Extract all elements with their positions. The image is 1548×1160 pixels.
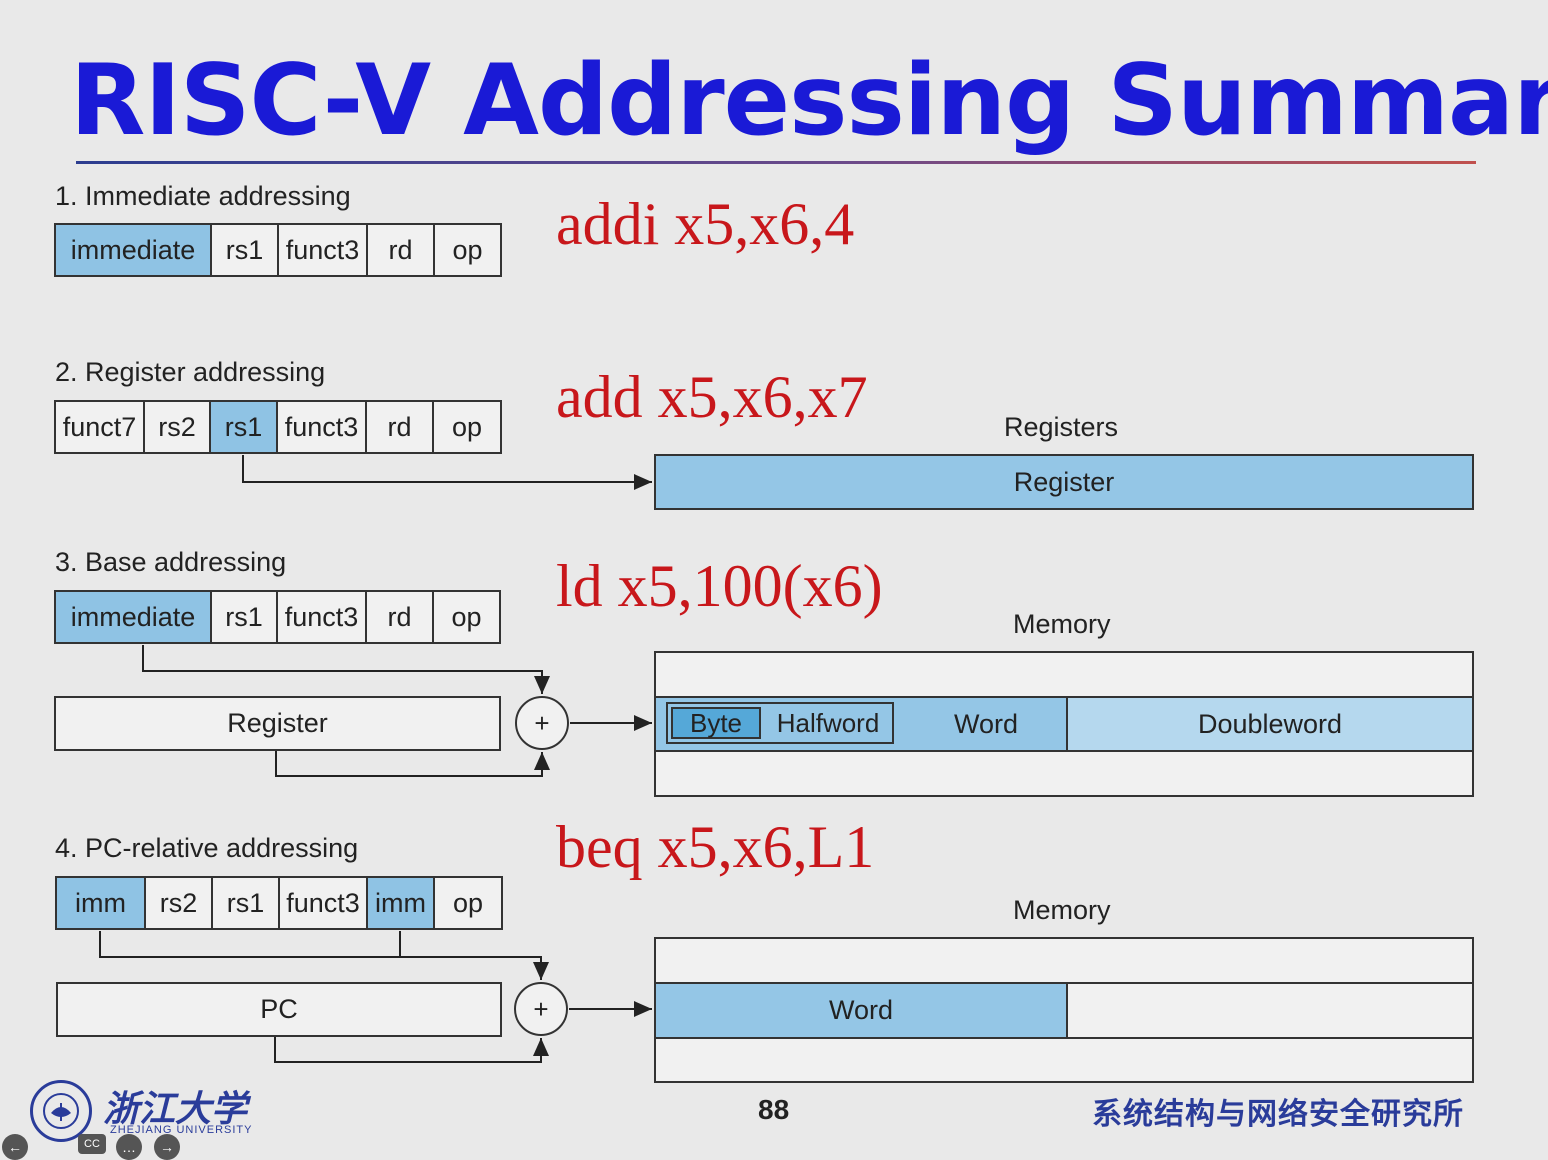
field-rs1: rs1 (212, 225, 279, 275)
lab-name: 系统结构与网络安全研究所 (1092, 1097, 1464, 1132)
page-title: RISC-V Addressing Summary (70, 44, 1548, 158)
field-funct3: funct3 (280, 878, 368, 928)
university-logo-text: 浙江大学 (103, 1088, 248, 1130)
wire-register-to-adder (275, 751, 550, 777)
base-register-box: Register (54, 696, 501, 751)
memory-word-cell: Byte Halfword Word (656, 698, 1066, 750)
university-logo-subtext: ZHEJIANG UNIVERSITY (110, 1124, 253, 1136)
section-2-instruction-format: funct7 rs2 rs1 funct3 rd op (54, 400, 502, 454)
field-immediate: immediate (56, 592, 212, 642)
adder-circle: + (515, 696, 569, 750)
field-op: op (451, 411, 483, 442)
word-cell: Word (656, 984, 1066, 1037)
university-seal-icon (30, 1080, 92, 1142)
field-op: op (451, 601, 482, 632)
field-immediate: immediate (56, 225, 212, 275)
section-2-label: 2. Register addressing (55, 357, 326, 387)
memory-block: Word (654, 937, 1474, 1083)
field-funct3: funct3 (279, 225, 368, 275)
empty-cell (1066, 984, 1472, 1037)
prev-icon[interactable]: ← (2, 1134, 28, 1160)
memory-caption: Memory (1013, 609, 1111, 639)
pc-register-box: PC (56, 982, 502, 1037)
section-4-label: 4. PC-relative addressing (55, 833, 359, 863)
halfword-box: Byte Halfword (666, 702, 894, 744)
field-rs2: rs2 (145, 402, 211, 452)
field-rd: rd (368, 225, 435, 275)
section-4-code: beq x5,x6,L1 (556, 814, 875, 880)
wire-pc-to-adder (274, 1037, 549, 1063)
field-rs1: rs1 (212, 592, 278, 642)
adder-circle: + (514, 982, 568, 1036)
field-rd: rd (367, 592, 434, 642)
field-funct3: funct3 (278, 402, 367, 452)
field-rs1: rs1 (211, 402, 278, 452)
field-rd: rd (367, 402, 434, 452)
registers-caption: Registers (1004, 412, 1119, 442)
memory-block: Byte Halfword Word Doubleword (654, 651, 1474, 797)
section-1-label: 1. Immediate addressing (55, 181, 351, 211)
memory-caption: Memory (1013, 895, 1111, 925)
section-3-label: 3. Base addressing (55, 547, 287, 577)
field-funct7: funct7 (56, 402, 145, 452)
field-rs2: rs2 (146, 878, 213, 928)
next-icon[interactable]: → (154, 1134, 180, 1160)
field-op: op (452, 887, 484, 918)
memory-row: Word (656, 982, 1472, 1039)
section-4-instruction-format: imm rs2 rs1 funct3 imm op (55, 876, 503, 930)
register-file-box: Register (654, 454, 1474, 510)
cc-icon[interactable]: CC (78, 1134, 106, 1154)
doubleword-cell: Doubleword (1066, 698, 1472, 750)
title-underline (76, 161, 1476, 164)
page-number: 88 (758, 1094, 790, 1125)
field-funct3: funct3 (278, 592, 367, 642)
section-3-instruction-format: immediate rs1 funct3 rd op (54, 590, 501, 644)
memory-row: Byte Halfword Word Doubleword (656, 696, 1472, 752)
byte-cell: Byte (671, 707, 761, 739)
word-label: Word (954, 708, 1019, 739)
section-3-code: ld x5,100(x6) (556, 553, 883, 619)
section-1-code: addi x5,x6,4 (556, 191, 855, 257)
wire-imm-to-adder (99, 931, 549, 980)
halfword-label: Halfword (776, 707, 880, 738)
section-1-instruction-format: immediate rs1 funct3 rd op (54, 223, 502, 277)
wire-rs1-to-register (242, 455, 652, 490)
field-op: op (452, 234, 483, 265)
wire-immediate-to-adder (142, 645, 550, 694)
section-2-code: add x5,x6,x7 (556, 364, 868, 430)
field-rs1: rs1 (213, 878, 280, 928)
field-imm-low: imm (368, 878, 435, 928)
more-icon[interactable]: … (116, 1134, 142, 1160)
field-imm-high: imm (57, 878, 146, 928)
